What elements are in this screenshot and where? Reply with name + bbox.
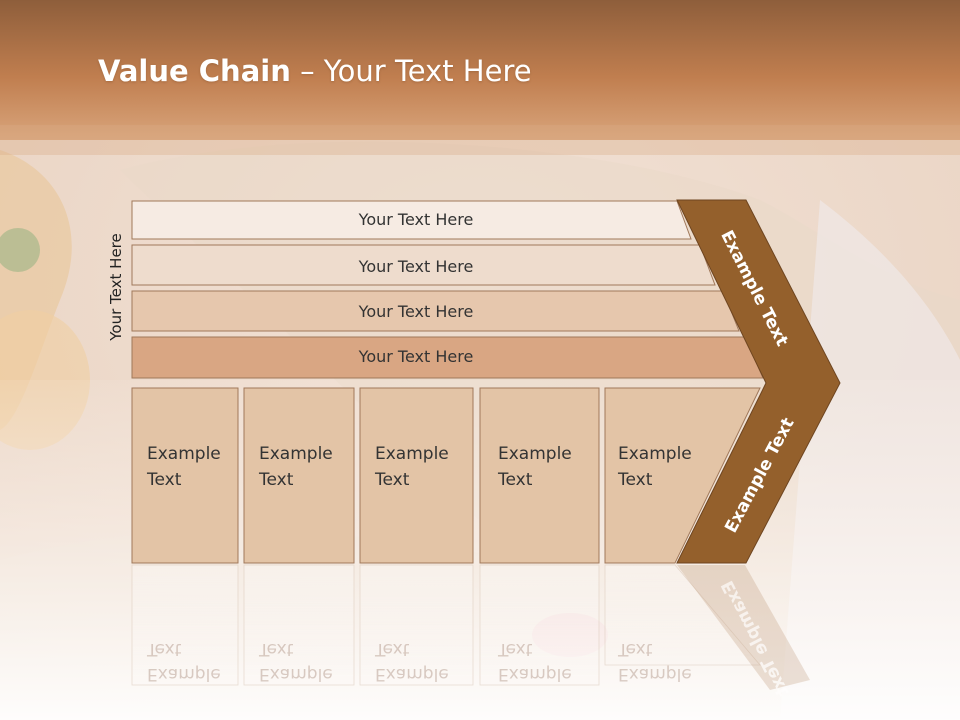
bar-1-shape [131,200,692,240]
column-5-line2: Text [617,470,653,490]
column-4: Example Text [479,387,600,564]
bar-1: Your Text Here [131,200,692,240]
svg-text:Text: Text [374,639,410,659]
svg-text:Example: Example [147,664,221,684]
column-4-box [479,387,600,564]
bar-3-shape [131,290,740,332]
chevron-arrow: Example Text Example Text [676,199,841,564]
bar-4: Your Text Here [131,336,764,379]
svg-text:Text: Text [146,639,182,659]
svg-text:Example: Example [618,664,692,684]
bar-4-shape [131,336,764,379]
column-2: Example Text [243,387,355,564]
column-4-line1: Example [498,444,572,464]
bar-2: Your Text Here [131,244,716,286]
svg-text:Example: Example [375,664,449,684]
column-1-line2: Text [146,470,182,490]
bar-2-shape [131,244,716,286]
column-3-line2: Text [374,470,410,490]
bar-2-label: Your Text Here [358,257,474,276]
column-1: Example Text [131,387,239,564]
bar-3-label: Your Text Here [358,302,474,321]
column-2-line2: Text [258,470,294,490]
column-3: Example Text [359,387,474,564]
column-1-line1: Example [147,444,221,464]
column-5-line1: Example [618,444,692,464]
chevron-shape [676,199,841,564]
bar-3: Your Text Here [131,290,740,332]
column-2-box [243,387,355,564]
svg-text:Text: Text [617,639,653,659]
column-3-box [359,387,474,564]
column-3-line1: Example [375,444,449,464]
svg-text:Example: Example [259,664,333,684]
title-rest: – Your Text Here [290,54,532,88]
svg-text:Text: Text [258,639,294,659]
column-5-box [604,387,761,564]
slide-title: Value Chain – Your Text Here [98,54,532,88]
column-1-box [131,387,239,564]
column-2-line1: Example [259,444,333,464]
reflection: Example Text Example Text Example Text Exam… [131,564,810,699]
column-5: Example Text [604,387,761,564]
title-bold: Value Chain [98,54,291,88]
bar-4-label: Your Text Here [358,347,474,366]
bar-1-label: Your Text Here [358,210,474,229]
column-4-line2: Text [497,470,533,490]
svg-text:Text: Text [497,639,533,659]
svg-text:Example: Example [498,664,572,684]
